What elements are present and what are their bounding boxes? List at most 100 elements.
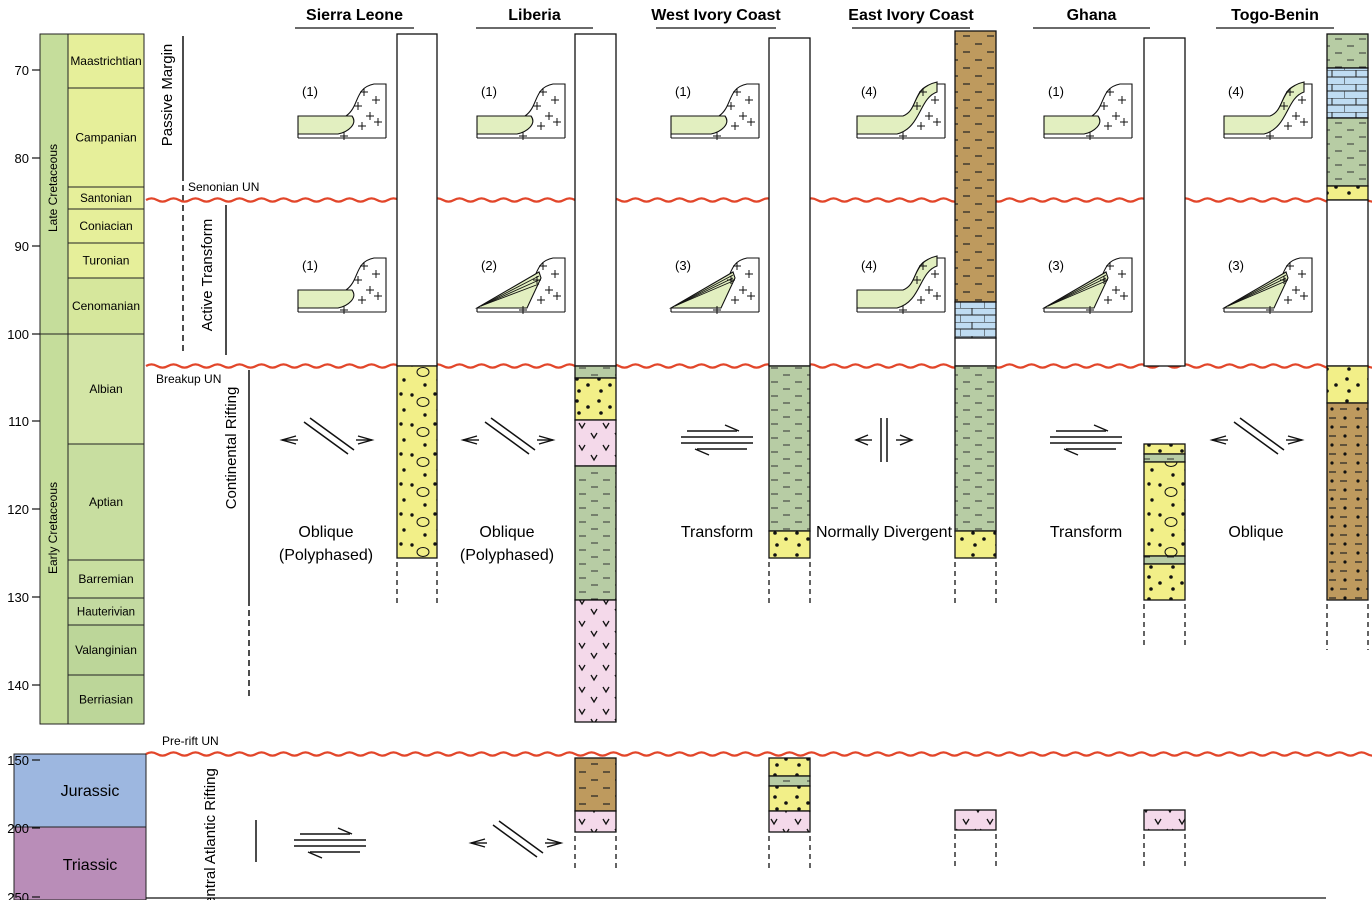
age-tick-70: 70 <box>15 63 29 78</box>
kinematic-arrow-5 <box>1209 417 1305 455</box>
period-jurassic-label: Jurassic <box>61 783 120 800</box>
column-header-4: Ghana <box>1067 7 1117 24</box>
profile-upper-2-label: (1) <box>675 84 691 99</box>
log-4-layer-6 <box>1143 809 1186 831</box>
kinematic-arrow-4 <box>1050 424 1122 456</box>
profile-upper-1-label: (1) <box>481 84 497 99</box>
stage-label-7: Aptian <box>89 495 123 509</box>
central-atlantic-transform-arrow <box>294 827 366 859</box>
log-2-layer-2 <box>768 530 811 559</box>
time-scale: Late Cretaceous Early Cretaceous Maastri… <box>7 33 147 905</box>
stratigraphic-logs <box>396 30 1369 870</box>
profile-upper-5: (4) <box>1223 81 1313 140</box>
log-2-layer-3 <box>768 757 811 777</box>
log-1-layer-6 <box>574 757 617 812</box>
log-0-layer-1 <box>396 365 438 559</box>
kinematic-arrow-1 <box>460 417 556 455</box>
profile-lower-3-label: (4) <box>861 258 877 273</box>
stage-box-6 <box>67 333 145 445</box>
breakup-unconformity-label: Breakup UN <box>156 372 221 386</box>
log-2-layer-4 <box>768 775 811 787</box>
period-triassic-label: Triassic <box>63 857 118 874</box>
log-4-layer-3 <box>1143 461 1186 557</box>
kinematic-arrow-0 <box>279 417 375 455</box>
profile-upper-3: (4) <box>856 81 946 140</box>
log-1-layer-5 <box>574 599 617 723</box>
stage-label-5: Cenomanian <box>72 299 140 313</box>
log-4-layer-5 <box>1143 563 1186 601</box>
profile-lower-3: (4) <box>856 255 946 314</box>
log-3-layer-3 <box>954 365 997 532</box>
column-header-3: East Ivory Coast <box>848 7 974 24</box>
log-1-layer-2 <box>574 377 617 421</box>
profile-upper-2: (1) <box>670 83 760 140</box>
log-1-layer-1 <box>574 365 617 379</box>
age-tick-110: 110 <box>8 414 29 429</box>
stage-box-11 <box>67 674 145 725</box>
motion-label-1-0: Oblique <box>479 524 534 541</box>
profile-lower-1: (2) <box>474 257 566 314</box>
log-1-layer-7 <box>574 810 617 833</box>
kinematic-arrow-2 <box>681 424 753 456</box>
stage-box-1 <box>67 87 145 188</box>
profile-upper-5-label: (4) <box>1228 84 1244 99</box>
stage-label-2: Santonian <box>80 193 132 205</box>
column-header-5: Togo-Benin <box>1231 7 1319 24</box>
kinematic-symbols: Oblique(Polyphased)Oblique(Polyphased)Tr… <box>279 417 1305 859</box>
age-tick-140: 140 <box>7 678 29 693</box>
motion-label-1-1: (Polyphased) <box>460 547 554 564</box>
phase-central-atlantic-rifting-1: Central Atlantic Rifting <box>202 768 219 900</box>
profile-lower-5: (3) <box>1221 257 1313 314</box>
log-5-layer-2 <box>1326 117 1369 187</box>
motion-label-3-0: Normally Divergent <box>816 524 953 541</box>
motion-label-0-0: Oblique <box>298 524 353 541</box>
margin-profiles: (1) (1) (1) (2) (1) (3) (4) (4) (1) (3) (4) (3) <box>297 81 1313 314</box>
log-0-layer-0 <box>396 33 438 367</box>
log-5-layer-5 <box>1326 365 1369 404</box>
stage-label-9: Hauterivian <box>77 607 135 619</box>
profile-upper-0-label: (1) <box>302 84 318 99</box>
age-tick-90: 90 <box>15 239 29 254</box>
log-3-layer-1 <box>954 301 997 339</box>
column-header-2: West Ivory Coast <box>651 7 781 24</box>
log-2-layer-6 <box>768 810 811 833</box>
central-atlantic-oblique-arrow <box>468 820 564 858</box>
profile-lower-4-label: (3) <box>1048 258 1064 273</box>
age-tick-130: 130 <box>7 590 29 605</box>
log-4-layer-4 <box>1143 555 1186 565</box>
stage-label-8: Barremian <box>78 572 133 586</box>
phase-passive-margin: Passive Margin <box>159 44 176 147</box>
stage-box-10 <box>67 624 145 676</box>
stage-box-7 <box>67 443 145 561</box>
log-3-layer-5 <box>954 809 997 831</box>
profile-upper-4: (1) <box>1043 83 1133 140</box>
log-4-layer-0 <box>1143 37 1186 367</box>
stage-label-3: Coniacian <box>79 219 132 233</box>
prerift-unconformity-line <box>145 751 1372 757</box>
profile-lower-0: (1) <box>297 257 387 314</box>
profile-lower-2: (3) <box>668 257 760 314</box>
log-4-layer-1 <box>1143 443 1186 455</box>
profile-lower-4: (3) <box>1041 257 1133 314</box>
stage-label-0: Maastrichtian <box>70 54 141 68</box>
phase-continental-rifting: Continental Rifting <box>223 387 240 510</box>
log-3-layer-2 <box>954 337 997 367</box>
log-2-layer-1 <box>768 365 811 532</box>
stage-box-8 <box>67 559 145 599</box>
log-5-layer-4 <box>1326 199 1369 367</box>
age-tick-200: 200 <box>7 821 29 836</box>
profile-lower-2-label: (3) <box>675 258 691 273</box>
log-3-layer-0 <box>954 30 997 303</box>
age-tick-80: 80 <box>15 151 29 166</box>
epoch-late-cretaceous-label: Late Cretaceous <box>46 144 60 232</box>
column-header-1: Liberia <box>508 7 561 24</box>
log-2-layer-5 <box>768 785 811 812</box>
log-4-layer-2 <box>1143 453 1186 463</box>
log-5-layer-1 <box>1326 67 1369 119</box>
log-1-layer-3 <box>574 419 617 467</box>
motion-label-5-0: Oblique <box>1228 524 1283 541</box>
profile-lower-5-label: (3) <box>1228 258 1244 273</box>
stage-boxes: MaastrichtianCampanianSantonianConiacian… <box>67 33 145 725</box>
